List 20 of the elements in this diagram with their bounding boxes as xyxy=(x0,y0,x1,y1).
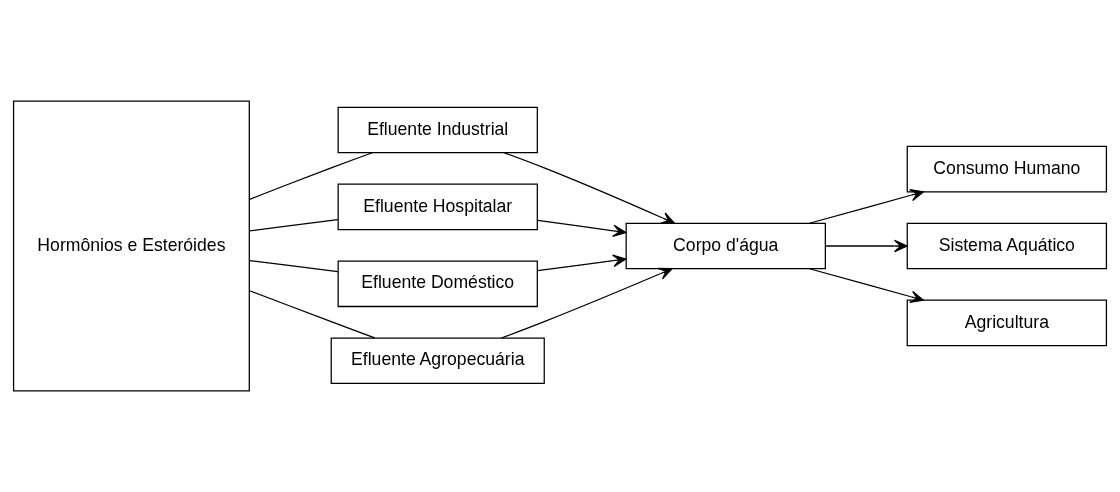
connector xyxy=(248,152,373,200)
arrow xyxy=(808,189,924,224)
connector xyxy=(249,259,339,273)
node-box: Efluente Agropecuária xyxy=(330,337,545,384)
connector xyxy=(249,219,339,232)
arrow xyxy=(537,254,627,272)
node-box: Agricultura xyxy=(906,299,1108,347)
node-box: Efluente Hospitalar xyxy=(337,183,538,231)
arrow xyxy=(808,268,924,303)
connector xyxy=(249,290,376,339)
arrow xyxy=(537,219,627,238)
node-box: Efluente Doméstico xyxy=(337,260,538,308)
node-box: Efluente Industrial xyxy=(337,106,538,154)
arrow xyxy=(503,152,675,224)
node-box: Consumo Humano xyxy=(906,145,1108,193)
node-box: Hormônios e Esteróides xyxy=(12,100,250,392)
arrow xyxy=(825,239,908,253)
arrow xyxy=(500,267,673,339)
node-box: Corpo d'água xyxy=(625,222,826,270)
node-box: Sistema Aquático xyxy=(906,222,1108,270)
